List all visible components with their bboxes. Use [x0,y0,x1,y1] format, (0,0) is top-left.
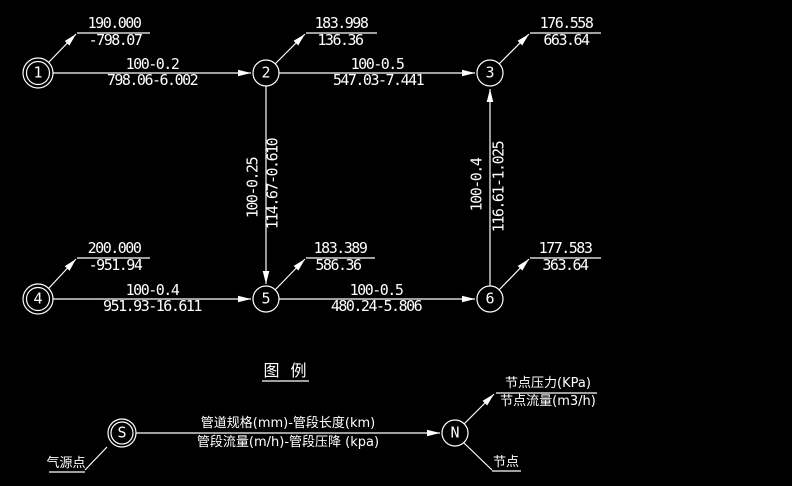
node-3-pressure: 176.558 [539,14,594,32]
node-3-circle [476,59,504,87]
legend-node-flow-label: 节点流量(m3/h) [500,394,596,409]
node-5-pressure: 183.389 [313,239,368,257]
legend-node-leader-up [463,393,495,425]
legend-title: 图 例 [263,361,307,380]
node-3-flow: 663.64 [543,31,590,49]
pipe-6-3-spec: 100-0.4 [467,158,486,212]
node-2-leader [274,33,306,65]
pipe-1-2-flow: 798.06-6.002 [106,71,199,89]
pipe-2-3-flow: 547.03-7.441 [332,71,425,89]
node-4-pressure: 200.000 [87,239,142,257]
legend-source-symbol: S [117,423,127,442]
node-2-pressure: 183.998 [314,14,369,32]
node-1-leader [48,33,77,63]
pipe-5-6-flow: 480.24-5.806 [330,297,423,315]
node-4-flow: -951.94 [88,256,143,274]
legend-node-leader-down [463,442,493,471]
legend-node-symbol: N [450,423,460,442]
node-6-pressure: 177.583 [538,239,593,257]
node-5-id: 5 [261,289,271,308]
legend-source-leader [84,446,108,471]
node-4-leader [48,258,77,289]
legend-source-label: 气源点 [46,456,86,471]
pipe-6-3-flow: 116.61-1.025 [489,141,508,233]
pipe-4-5-flow: 951.93-16.611 [103,297,202,315]
legend-node-label: 节点 [492,455,520,470]
node-4-circle-inner [25,286,51,312]
pipe-2-5-spec: 100-0.25 [243,157,262,219]
legend-source-circle-inner [110,421,134,445]
pipe-1-2-spec: 100-0.2 [125,55,180,73]
node-1-flow: -798.07 [88,31,143,49]
node-3-id: 3 [485,63,495,82]
node-2-id: 2 [261,63,271,82]
node-6-leader [498,258,530,291]
node-2-flow: 136.36 [317,31,364,49]
node-1-id: 1 [33,63,43,82]
legend-pipe-flow-label: 管段流量(m/h)-管段压降 (kpa) [196,435,380,450]
node-6-id: 6 [485,289,495,308]
node-5-flow: 586.36 [315,256,362,274]
legend-node-circle [441,419,469,447]
pipe-2-3-spec: 100-0.5 [350,55,405,73]
node-1-pressure: 190.000 [87,14,142,32]
node-6-flow: 363.64 [542,256,589,274]
legend-node-pressure-label: 节点压力(KPa) [505,376,591,391]
pipe-4-5-spec: 100-0.4 [125,281,180,299]
node-4-id: 4 [33,289,43,308]
node-1-circle-inner [25,60,51,86]
node-3-leader [498,33,530,65]
pipe-5-6-spec: 100-0.5 [349,281,404,299]
pipe-2-5-flow: 114.67-0.610 [263,138,282,230]
legend-pipe-spec-label: 管道规格(mm)-管段长度(km) [200,416,376,431]
node-5-leader [274,258,306,291]
